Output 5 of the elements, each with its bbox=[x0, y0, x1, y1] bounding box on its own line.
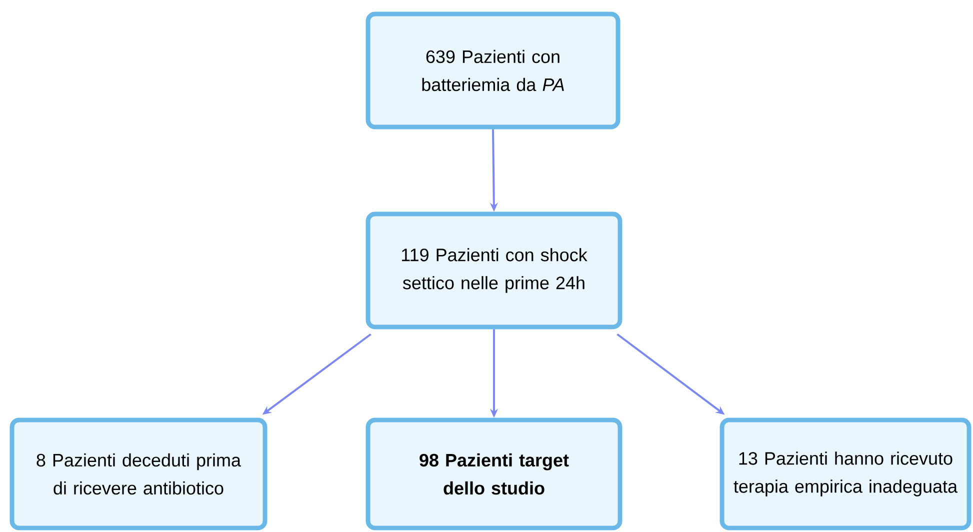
process-box: 119 Pazienti con shock settico nelle prime 24h bbox=[366, 212, 622, 330]
process-box: 13 Pazienti hanno ricevuto terapia empirica inadeguata bbox=[720, 418, 972, 530]
process-box: 98 Pazienti target dello studio bbox=[366, 418, 622, 530]
process-box: 639 Pazienti con batteriemia da PA bbox=[366, 12, 620, 130]
process-box: 8 Pazienti deceduti prima di ricevere antibiotico bbox=[10, 418, 268, 530]
